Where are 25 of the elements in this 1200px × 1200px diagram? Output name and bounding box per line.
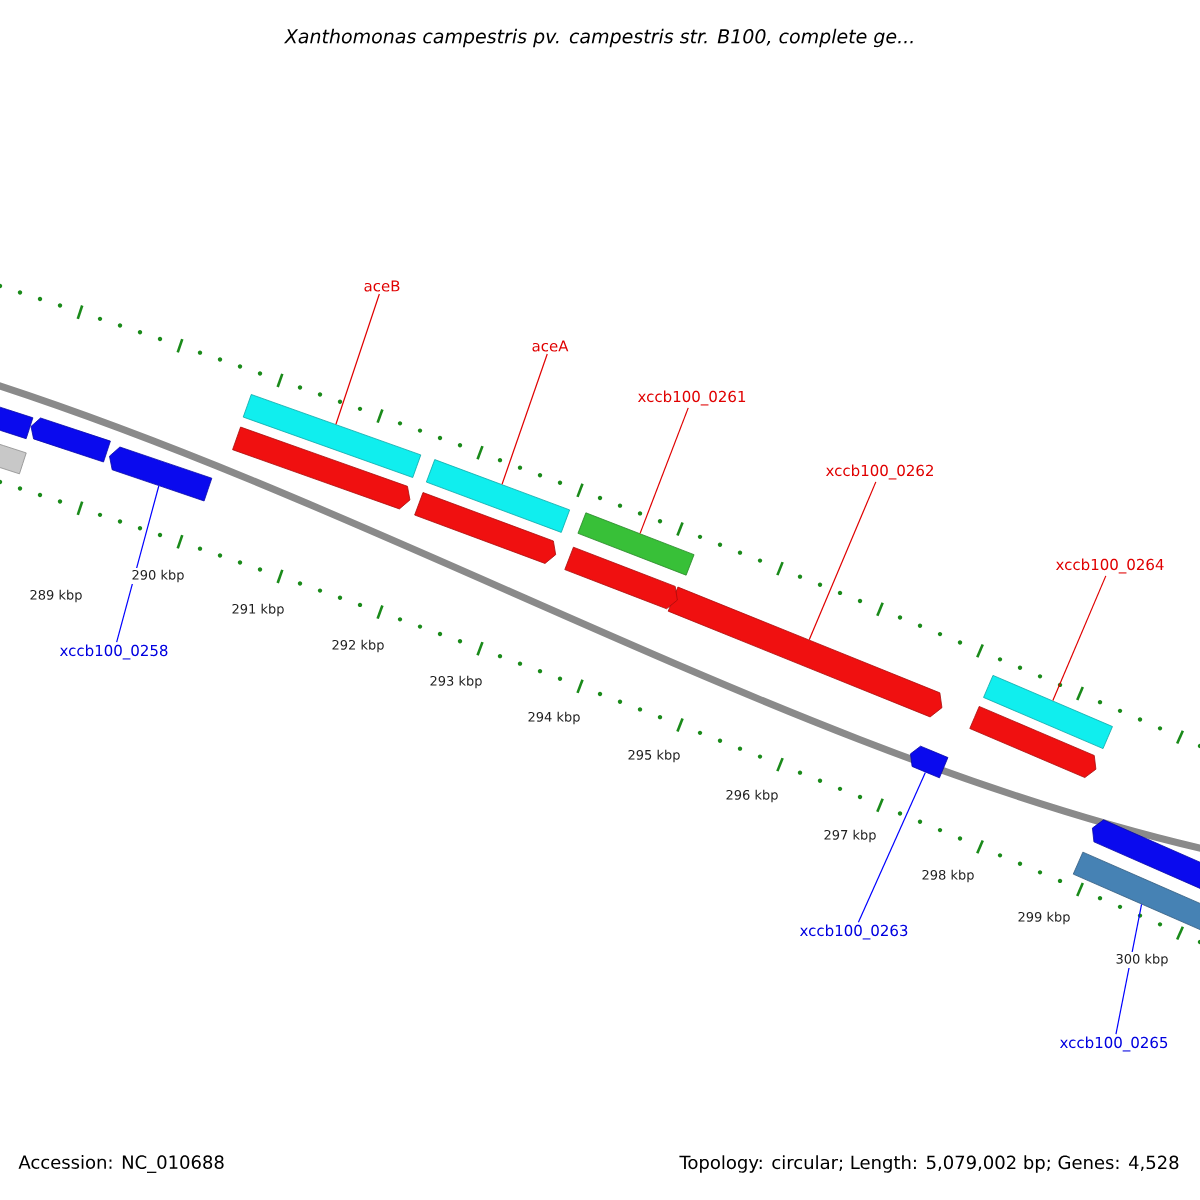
title: Xanthomonas campestris pv. campestris str. B100, complete ge... [284,28,913,48]
leader-line [1052,575,1107,702]
leader-line [857,771,926,923]
gene-feature [969,706,1097,778]
leader-line [639,407,689,534]
leader-line [501,353,548,485]
gene-feature [109,446,213,502]
leader-line [1115,903,1143,1035]
leader-line [116,485,160,643]
gene-feature [30,417,111,463]
leader-line [335,293,380,425]
gene-feature [242,394,422,478]
gene-feature [1072,851,1200,933]
gene-feature [577,512,695,576]
gene-feature [414,492,557,564]
gene-feature [910,745,949,779]
genome-info-label: Topology: circular; Length: 5,079,002 bp; Genes: 4,528 [679,1155,1179,1173]
accession-label: Accession: NC_010688 [18,1155,224,1173]
leader-line [808,481,877,641]
gene-feature [425,459,571,533]
gene-feature [232,426,411,510]
gene-feature [667,586,943,718]
gene-feature [1092,819,1200,893]
gene-feature [983,675,1113,749]
gene-feature [564,546,678,610]
